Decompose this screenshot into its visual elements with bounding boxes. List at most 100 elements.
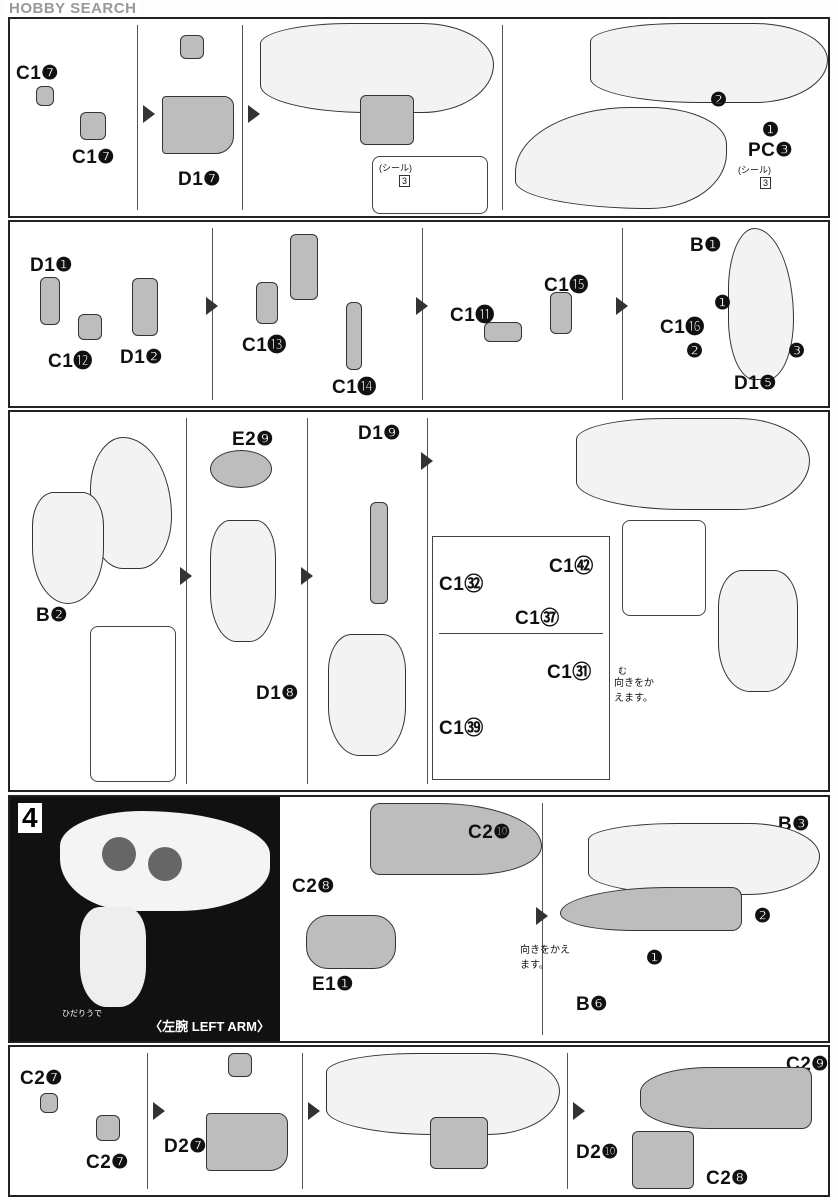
step-marker: ❶	[714, 293, 732, 314]
part	[370, 803, 542, 875]
part-label: B❶	[690, 235, 722, 256]
part-label: C1㊷	[549, 556, 594, 577]
divider	[186, 418, 187, 784]
vent-icon	[102, 837, 136, 871]
part	[40, 1093, 58, 1113]
divider	[137, 25, 138, 210]
part	[180, 35, 204, 59]
divider	[427, 418, 428, 784]
part	[346, 302, 362, 370]
forearm-photo	[80, 907, 146, 1007]
part-label: B❷	[36, 605, 68, 626]
step-arrow-icon	[301, 567, 313, 585]
part	[290, 234, 318, 300]
part-label: C1❼	[72, 147, 115, 168]
part-c17	[36, 86, 54, 106]
part	[550, 292, 572, 334]
divider	[502, 25, 503, 210]
part-label: D1❺	[734, 373, 777, 394]
part	[206, 1113, 288, 1171]
step-row-5: C2❼ C2❼ D2❼ C2❾ D2❿ C2❽	[8, 1045, 830, 1197]
part-label: D1❾	[358, 423, 401, 444]
seal-label: (シール)	[738, 165, 771, 175]
part	[484, 322, 522, 342]
part-label: C2❼	[86, 1152, 129, 1173]
part-label: D2❼	[164, 1136, 207, 1157]
step-arrow-icon	[616, 297, 628, 315]
part-c17	[80, 112, 106, 140]
step-arrow-icon	[536, 907, 548, 925]
part-label: C2❽	[706, 1168, 749, 1189]
detail-inset	[622, 520, 706, 616]
hand-inset: C1㉜ C1㊷ C1㊲ C1㉛ C1㊴	[432, 536, 610, 780]
part	[360, 95, 414, 145]
rotate-note: 向きをかえます。	[614, 678, 654, 704]
part-label: C2❼	[20, 1068, 63, 1089]
part	[306, 915, 396, 969]
vent-icon	[148, 847, 182, 881]
step-arrow-icon	[143, 105, 155, 123]
part-label: D1❷	[120, 347, 163, 368]
part	[632, 1131, 694, 1189]
divider	[147, 1053, 148, 1189]
step-arrow-icon	[421, 452, 433, 470]
divider	[307, 418, 308, 784]
arm-caption: 〈左腕 LEFT ARM〉	[149, 1019, 270, 1034]
step-number: 4	[18, 803, 42, 833]
step-row-3: B❷ E2❾ D1❽ D1❾ C1㉜ C1㊷ C1㊲ C1㉛ C1㊴ む 向きを…	[8, 410, 830, 792]
step-marker: ❶	[646, 948, 664, 969]
part	[210, 450, 272, 488]
part-label: C2❽	[292, 876, 335, 897]
step-marker: ❷	[686, 341, 704, 362]
part-d17	[162, 96, 234, 154]
caption-ruby: ひだりうで	[62, 1009, 102, 1018]
part-label: C1㉜	[439, 574, 484, 595]
forearm-shell	[32, 492, 104, 604]
divider	[302, 1053, 303, 1189]
part-label: C1㉛	[547, 662, 592, 683]
part-label: E2❾	[232, 429, 274, 450]
step-arrow-icon	[153, 1102, 165, 1120]
part-label: PC❸	[748, 140, 793, 161]
divider	[439, 633, 603, 634]
shoulder-shell	[576, 418, 810, 510]
step-row-1: C1❼ C1❼ D1❼ (シール) 3 ❷ ❶ PC❸ (シール) 3	[8, 17, 830, 218]
divider	[567, 1053, 568, 1189]
step-arrow-icon	[248, 105, 260, 123]
part	[228, 1053, 252, 1077]
part-label: C1❼	[16, 63, 59, 84]
step-arrow-icon	[180, 567, 192, 585]
step-marker: ❸	[788, 341, 806, 362]
part-label: C1⓭	[242, 335, 287, 356]
part	[560, 887, 742, 931]
part-label: C2❿	[468, 822, 511, 843]
part-label: D2❿	[576, 1142, 619, 1163]
step-arrow-icon	[573, 1102, 585, 1120]
step-row-4: ひだりうで 〈左腕 LEFT ARM〉 4 C2❿ C2❽ E1❶ B❸ ❷ ❶…	[8, 795, 830, 1043]
part	[96, 1115, 120, 1141]
part	[370, 502, 388, 604]
part-label: D1❼	[178, 169, 221, 190]
part-label: C1⓮	[332, 377, 377, 398]
shoulder-shell	[590, 23, 828, 103]
part-label: C1⓯	[544, 275, 589, 296]
part	[78, 314, 102, 340]
rotate-note: 向きをかえます。	[520, 945, 570, 971]
detail-inset	[90, 626, 176, 782]
part-label: D1❶	[30, 255, 73, 276]
shoulder-shell	[588, 823, 820, 895]
part-label: C1⓬	[48, 351, 93, 372]
upper-arm-shell	[728, 228, 794, 380]
step-marker: ❷	[754, 906, 772, 927]
part-label: C1⓰	[660, 317, 705, 338]
ruby-text: む	[618, 666, 628, 676]
part-label: C1㊴	[439, 718, 484, 739]
part	[40, 277, 60, 325]
step-row-2: D1❶ C1⓬ D1❷ C1⓭ C1⓮ C1⓫ C1⓯ B❶ ❶ C1⓰ ❷ ❸…	[8, 220, 830, 408]
finished-arm-photo: ひだりうで 〈左腕 LEFT ARM〉	[10, 797, 280, 1041]
step-marker: ❶	[762, 120, 780, 141]
seal-inset: (シール) 3	[372, 156, 488, 214]
step-arrow-icon	[206, 297, 218, 315]
divider	[242, 25, 243, 210]
shoulder-cover	[515, 107, 727, 209]
